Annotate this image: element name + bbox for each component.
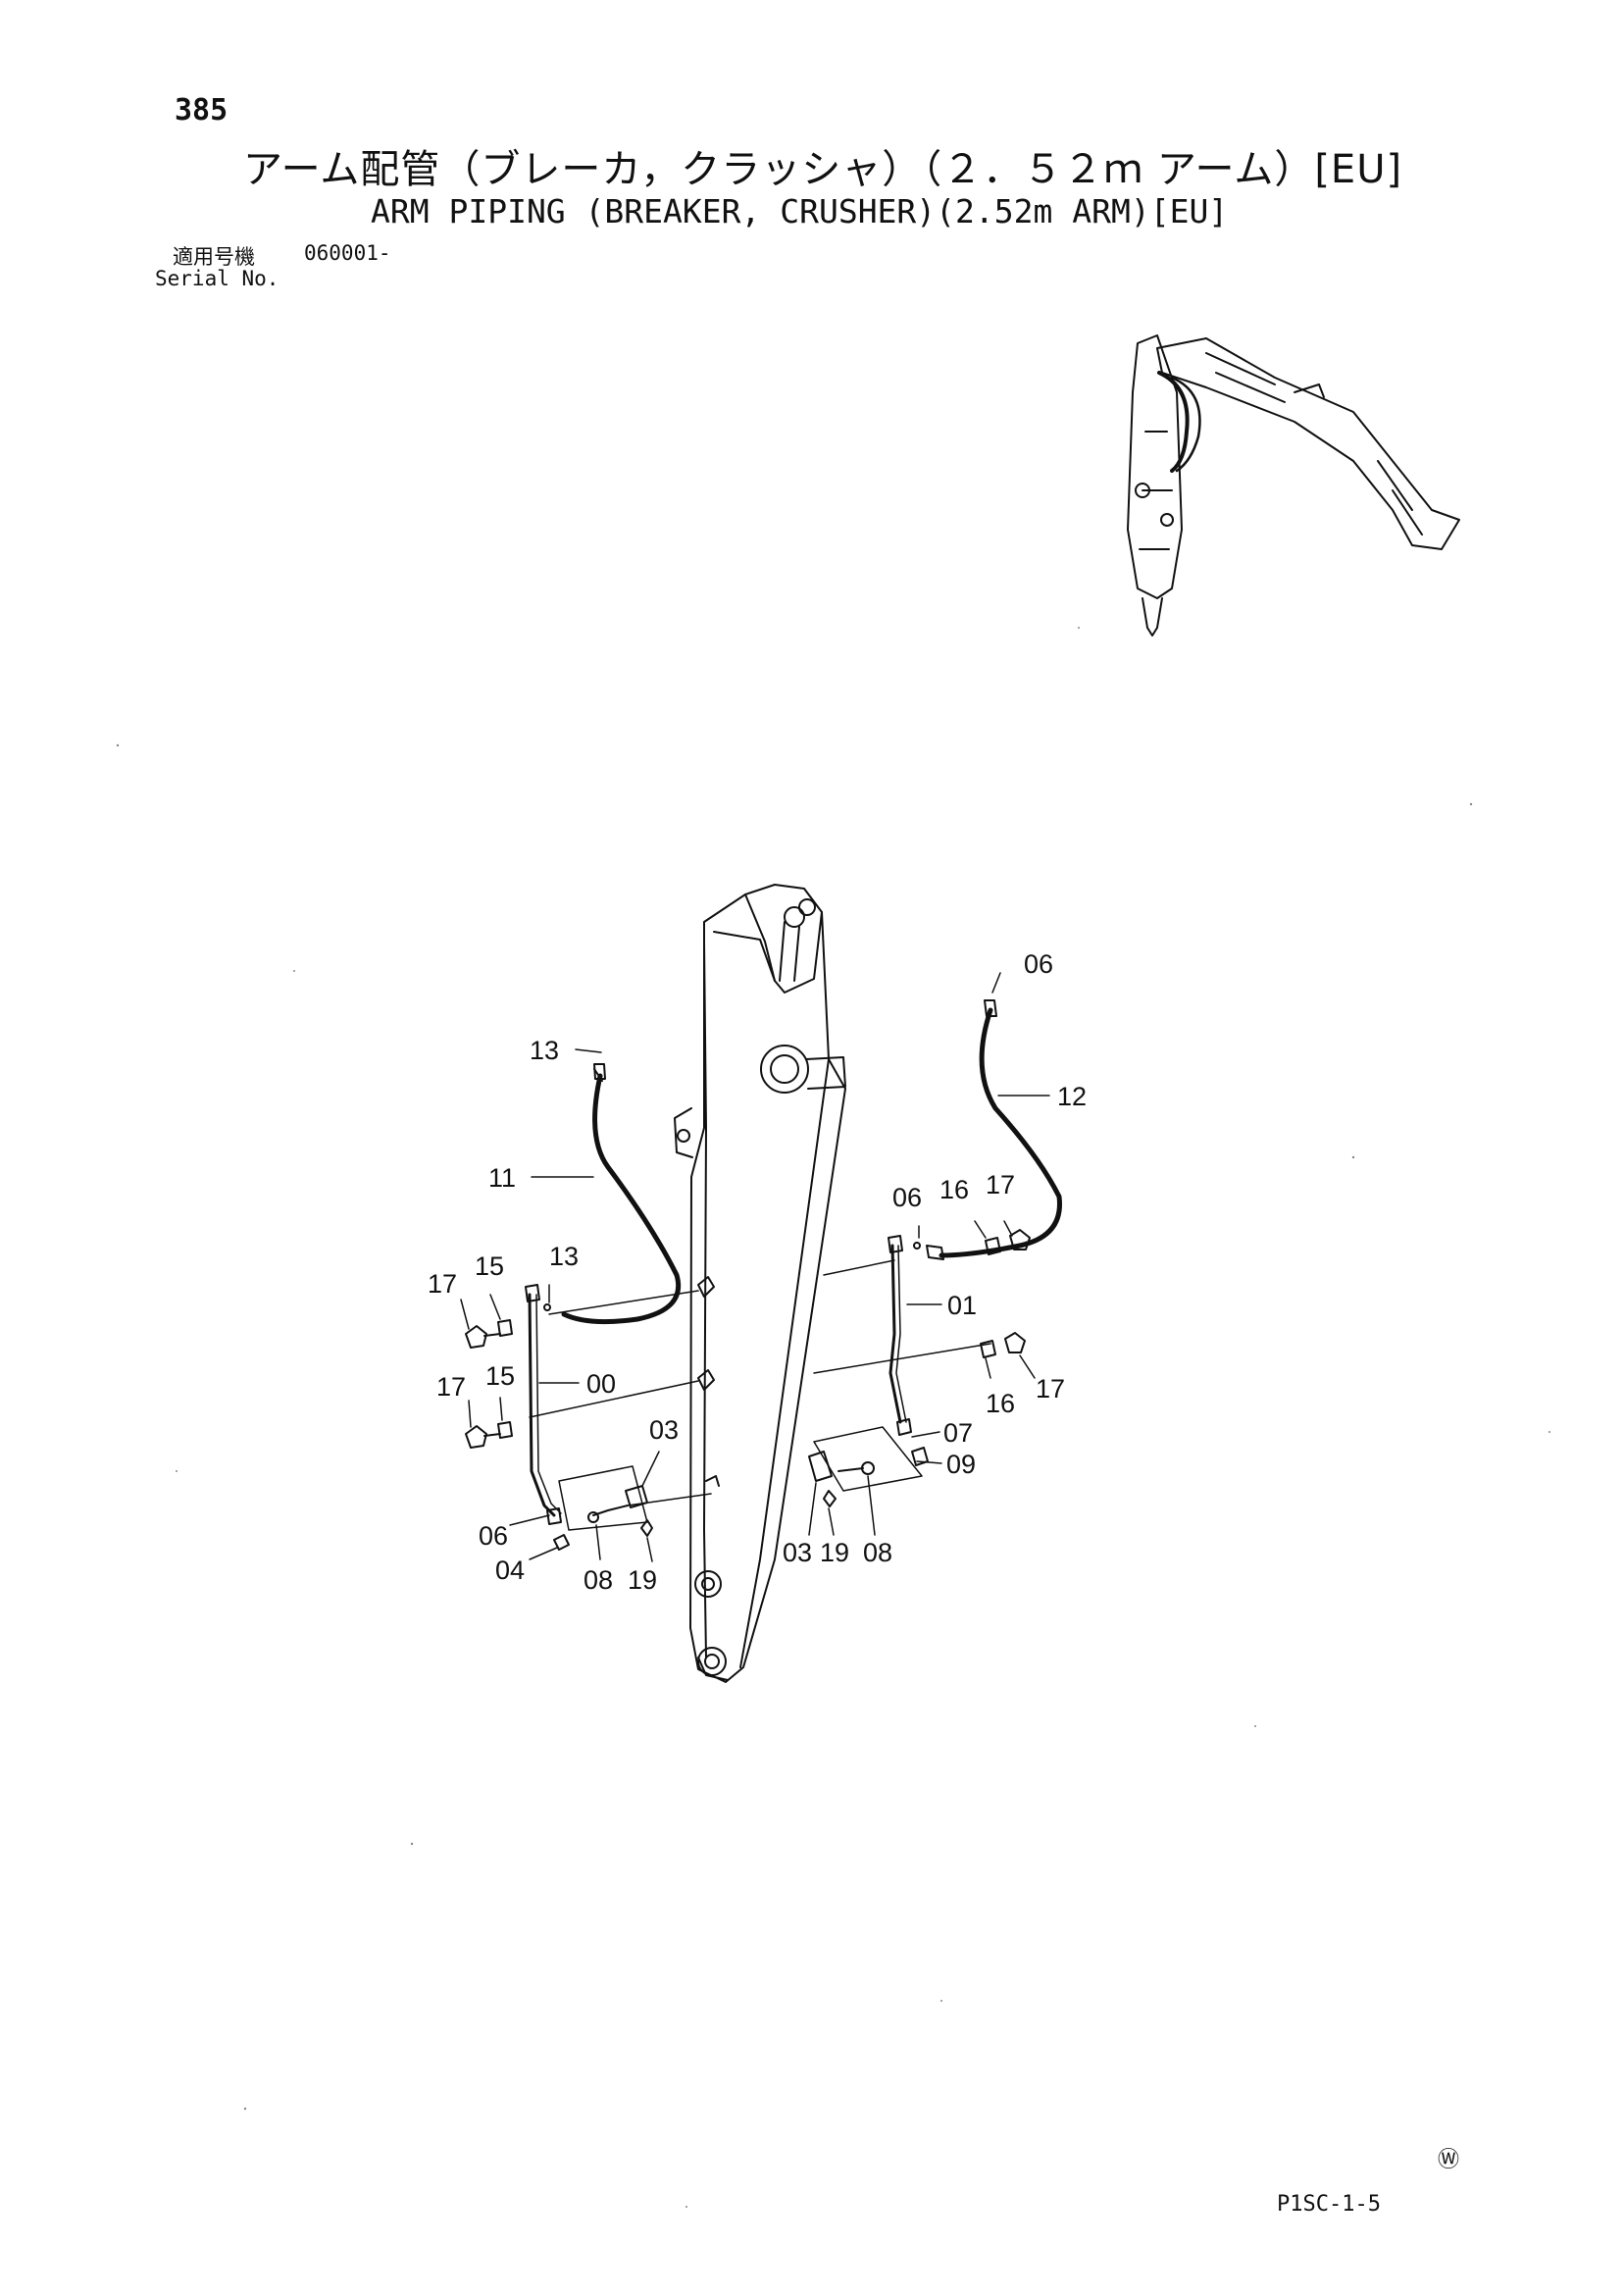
callout-17-right-bottom: 17 bbox=[1036, 1374, 1065, 1403]
callout-01: 01 bbox=[947, 1291, 977, 1320]
arm-body bbox=[674, 884, 846, 1683]
page-number: 385 bbox=[175, 93, 228, 128]
callout-00: 00 bbox=[586, 1369, 616, 1399]
callout-03-right: 03 bbox=[783, 1538, 812, 1567]
callout-leader-lines bbox=[460, 972, 1050, 1562]
callout-13-top: 13 bbox=[530, 1036, 559, 1065]
callout-16-right-bottom: 16 bbox=[986, 1389, 1015, 1418]
footer-page-code: P1SC-1-5 bbox=[1277, 2192, 1381, 2217]
callout-08-right: 08 bbox=[863, 1538, 892, 1567]
callout-17-right-top: 17 bbox=[986, 1170, 1015, 1199]
callout-11: 11 bbox=[488, 1163, 516, 1193]
callout-13-left: 13 bbox=[549, 1242, 579, 1271]
callout-04: 04 bbox=[495, 1556, 525, 1585]
page-title-japanese: アーム配管（ブレーカ，クラッシャ）（２．５２ｍ アーム）[EU] bbox=[243, 147, 1403, 192]
callout-labels: 06 12 13 11 06 16 17 17 15 13 01 17 15 0… bbox=[428, 949, 1087, 1595]
brand-mark-icon: Ⓦ bbox=[1438, 2148, 1460, 2172]
callout-15-left-bottom: 15 bbox=[485, 1361, 515, 1391]
serial-label-japanese: 適用号機 bbox=[173, 245, 255, 269]
callout-17-left-bottom: 17 bbox=[436, 1372, 466, 1402]
callout-17-left-top: 17 bbox=[428, 1269, 457, 1299]
callout-12: 12 bbox=[1057, 1082, 1087, 1111]
callout-03-left: 03 bbox=[649, 1415, 679, 1445]
left-hydraulic-piping bbox=[465, 1063, 681, 1551]
cross-reference-lines bbox=[529, 1259, 991, 1506]
right-hydraulic-piping bbox=[808, 999, 1062, 1507]
callout-06-top: 06 bbox=[1024, 949, 1053, 979]
callout-19-right: 19 bbox=[820, 1538, 849, 1567]
callout-16-right-top: 16 bbox=[939, 1175, 969, 1204]
serial-label-english: Serial No. bbox=[155, 267, 279, 290]
inset-arm-breaker-illustration bbox=[1127, 334, 1460, 637]
callout-08-left: 08 bbox=[584, 1565, 613, 1595]
scan-noise bbox=[116, 627, 1550, 2208]
callout-06-right: 06 bbox=[892, 1183, 922, 1212]
page-title-english: ARM PIPING (BREAKER, CRUSHER)(2.52m ARM)… bbox=[371, 192, 1229, 230]
callout-06-left: 06 bbox=[479, 1521, 508, 1551]
serial-number-value: 060001- bbox=[304, 241, 391, 265]
callout-09: 09 bbox=[946, 1450, 976, 1479]
callout-19-left: 19 bbox=[628, 1565, 657, 1595]
callout-15-left-top: 15 bbox=[475, 1251, 504, 1281]
callout-07: 07 bbox=[943, 1418, 973, 1448]
